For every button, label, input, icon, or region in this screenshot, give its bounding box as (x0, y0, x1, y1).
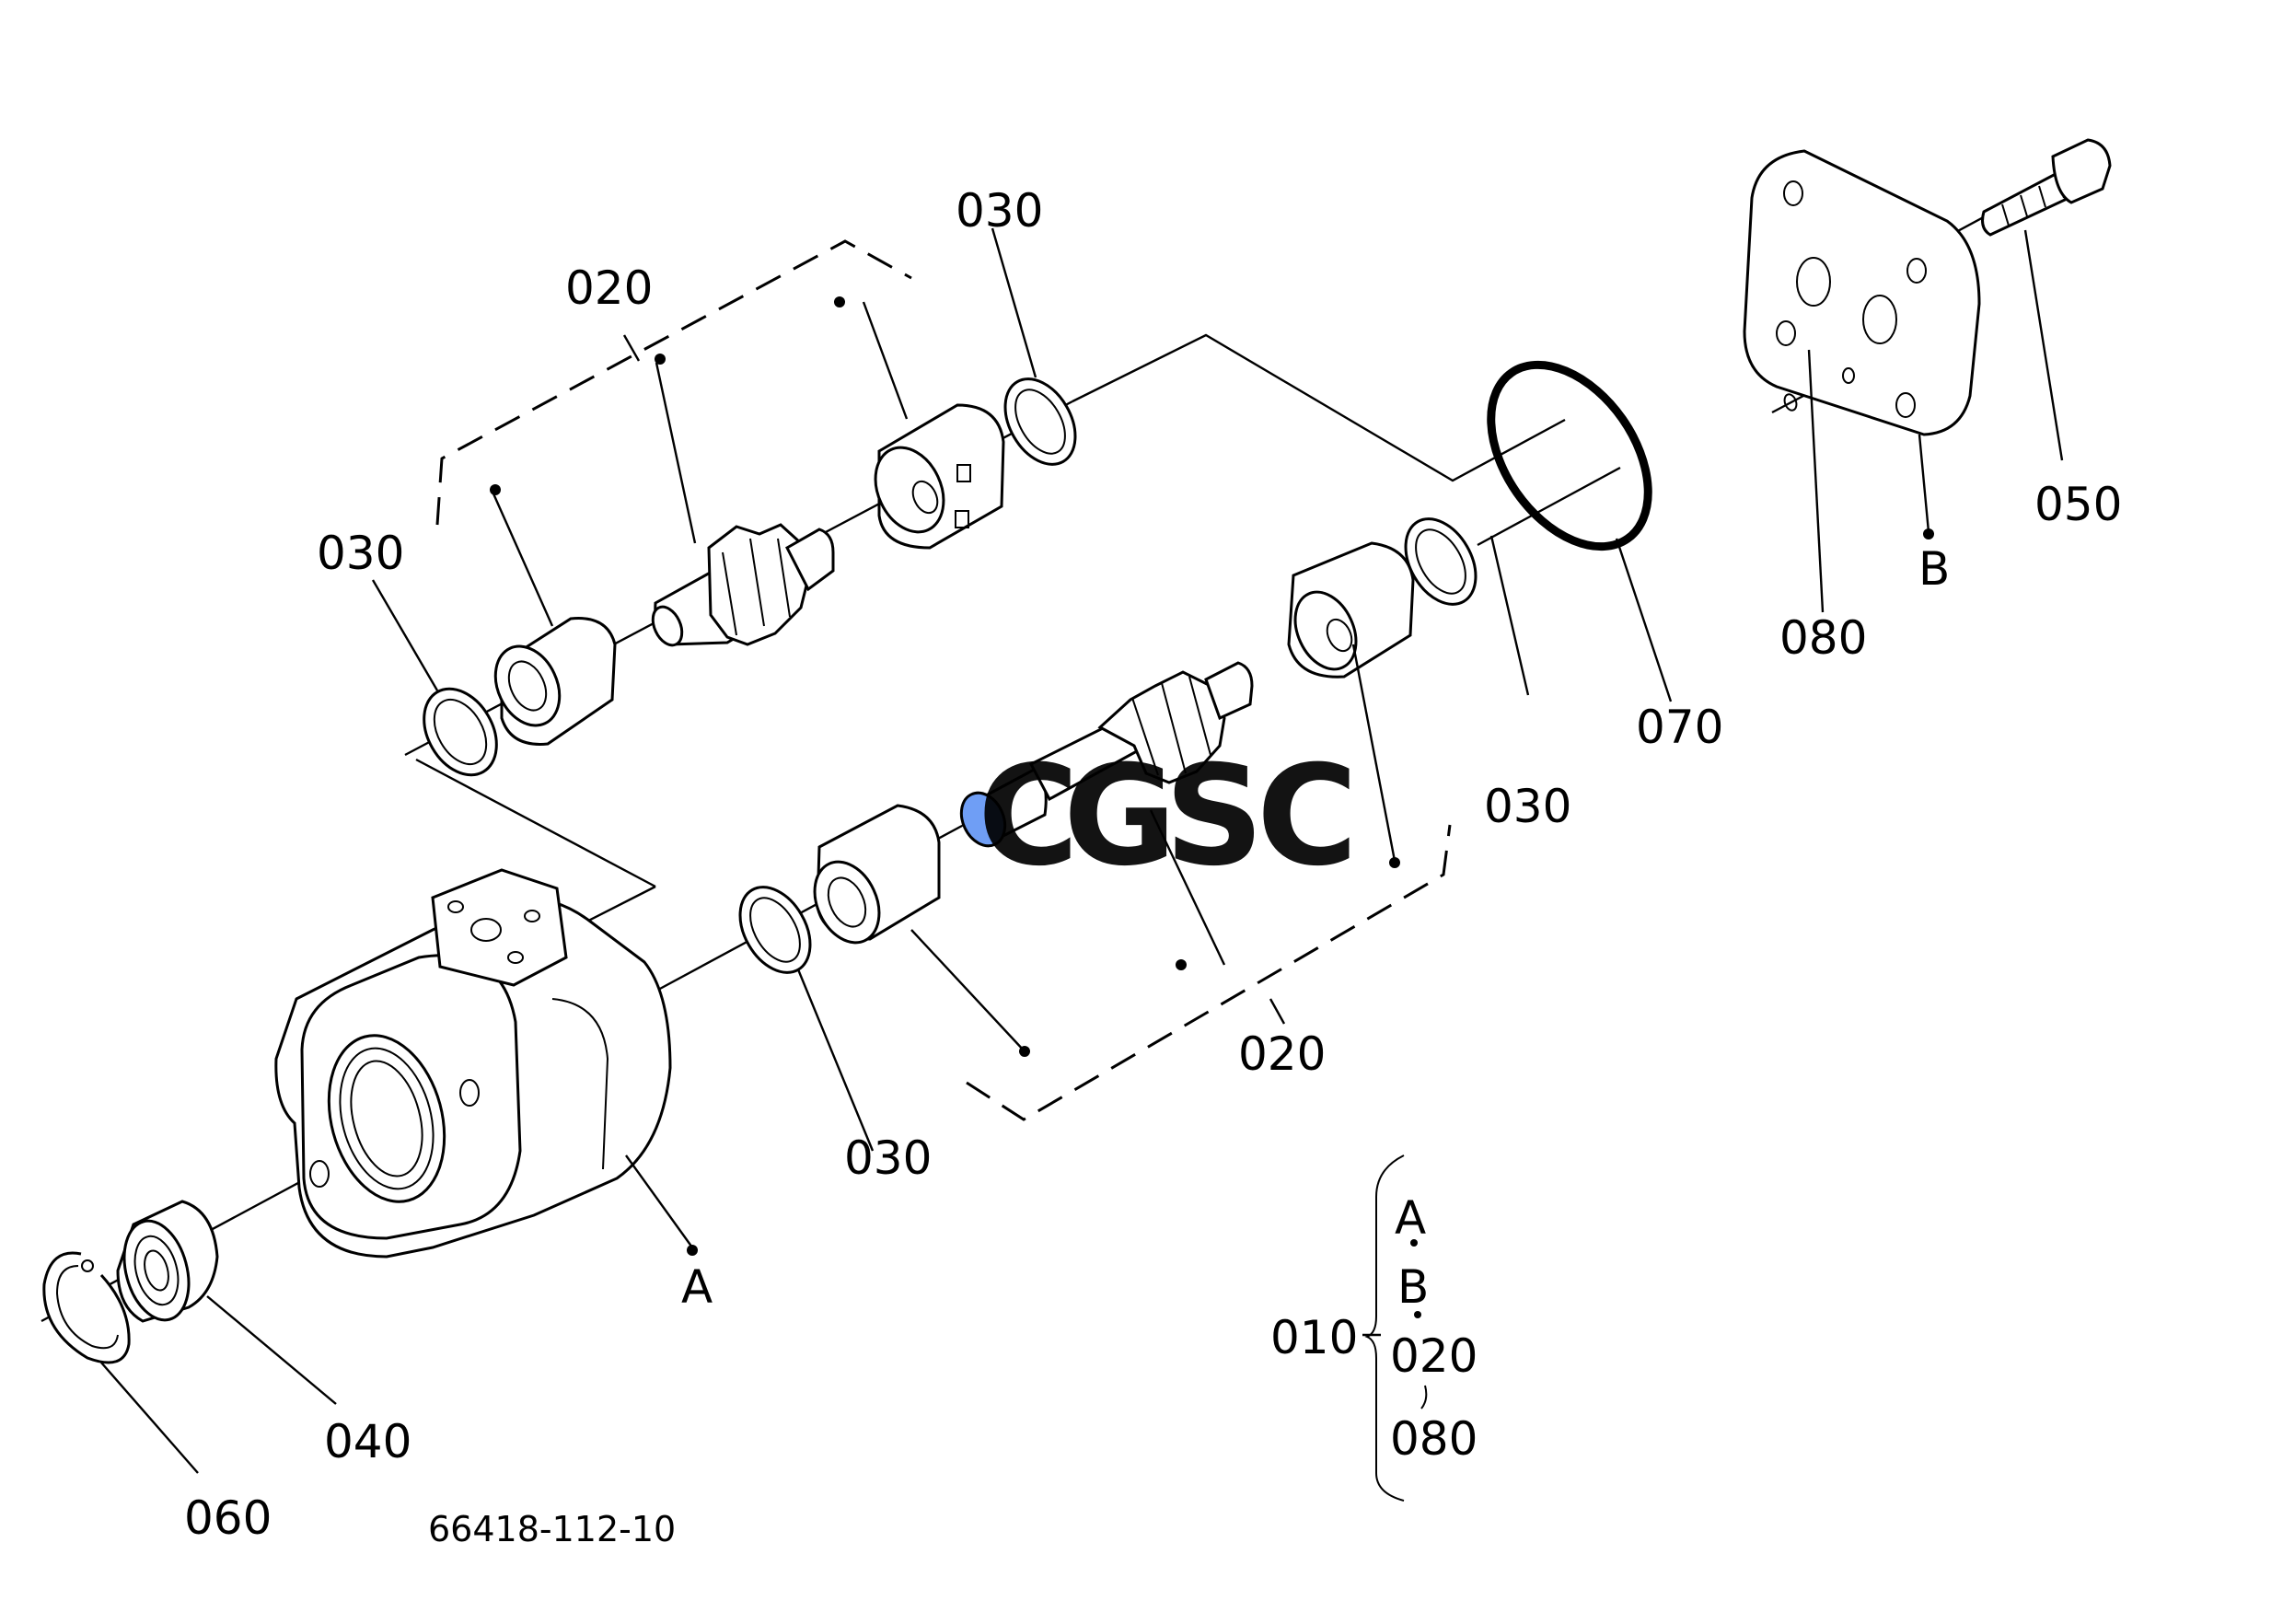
part-labels: 020 030 030 020 030 030 070 050 080 B A … (184, 184, 2122, 1549)
upper-bushing-right (874, 403, 1005, 550)
assembly-line-a: A (1395, 1191, 1426, 1245)
label-020-upper: 020 (565, 261, 653, 315)
cgsc-watermark: C G S C (978, 737, 1358, 897)
watermark-letter-2: G (1063, 737, 1176, 897)
watermark-letter-1: C (978, 737, 1079, 897)
label-080: 080 (1779, 611, 1867, 665)
upper-drive-gear (651, 523, 835, 647)
lower-drive-shaft-gear (959, 661, 1254, 848)
small-o-ring (1783, 393, 1798, 412)
label-060: 060 (184, 1491, 272, 1545)
assembly-line-080: 080 (1390, 1412, 1478, 1466)
watermark-letter-3: S (1165, 737, 1264, 897)
leader-lines (100, 227, 2064, 1474)
watermark-letter-4: C (1257, 737, 1358, 897)
lower-bushing-left (813, 804, 941, 945)
label-030-upper-right: 030 (956, 184, 1043, 238)
bolt (1981, 138, 2112, 237)
upper-gear-set-bracket (435, 239, 912, 526)
assembly-number: 010 (1270, 1311, 1358, 1364)
label-030-lower-left: 030 (844, 1131, 932, 1185)
seal-ring-upper-right (1003, 377, 1077, 466)
o-ring (1487, 360, 1652, 551)
lower-bushing-right (1287, 541, 1415, 679)
label-040: 040 (324, 1415, 411, 1468)
assembly-brace (1364, 1154, 1428, 1502)
leader-dots (490, 296, 1934, 1256)
drawing-number: 66418-112-10 (428, 1509, 676, 1549)
label-050: 050 (2034, 478, 2122, 531)
seal-ring-lower-left (738, 886, 812, 974)
snap-ring (42, 1251, 131, 1364)
seal-ring-upper-left (423, 687, 498, 777)
label-070: 070 (1636, 701, 1723, 754)
label-030-upper-left: 030 (317, 527, 404, 580)
upper-bushing-left (493, 617, 617, 746)
label-020-lower: 020 (1238, 1027, 1326, 1081)
lower-gear-set-bracket (966, 824, 1452, 1121)
assembly-line-b: B (1397, 1260, 1429, 1314)
bearing (116, 1200, 219, 1323)
pump-body (274, 868, 672, 1259)
cover-plate (1743, 149, 1981, 436)
label-cover-b: B (1918, 542, 1950, 596)
seal-ring-lower-right (1404, 517, 1478, 606)
label-body-a: A (681, 1260, 713, 1314)
label-030-lower-right: 030 (1484, 780, 1571, 833)
assembly-line-020: 020 (1390, 1329, 1478, 1383)
